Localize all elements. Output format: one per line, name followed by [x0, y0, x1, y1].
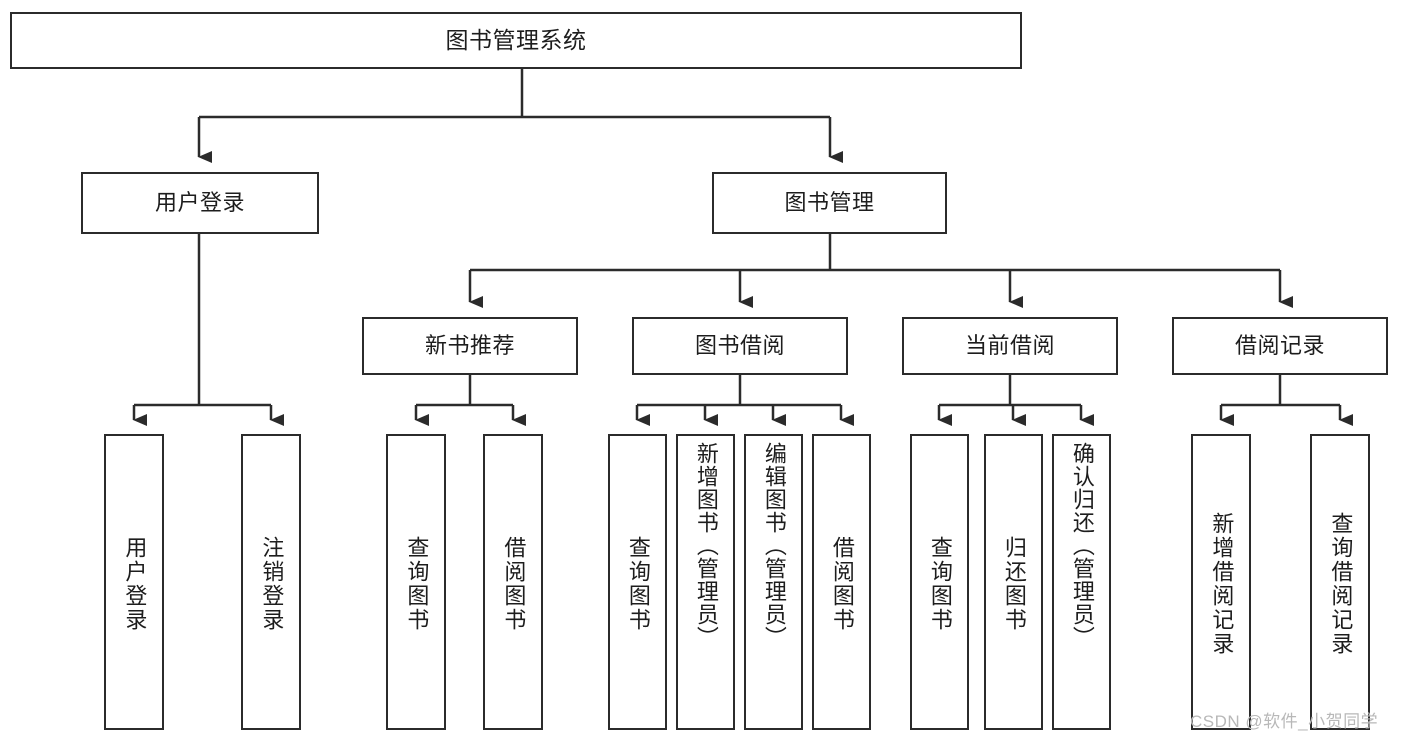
node-new-book-recommend[interactable]: 新书推荐 — [362, 317, 578, 375]
leaf-bb-edit-book-label: 编辑图书（管理员） — [761, 442, 787, 649]
node-user-login-label: 用户登录 — [154, 189, 245, 215]
leaf-br-query-record[interactable]: 查询借阅记录 — [1310, 434, 1370, 730]
leaf-br-add-record-label: 新增借阅记录 — [1209, 512, 1235, 656]
node-new-book-recommend-label: 新书推荐 — [424, 332, 515, 358]
node-root-label: 图书管理系统 — [445, 26, 587, 53]
node-book-management-label: 图书管理 — [784, 189, 875, 215]
node-book-borrow[interactable]: 图书借阅 — [632, 317, 848, 375]
leaf-bb-query-book[interactable]: 查询图书 — [608, 434, 667, 730]
leaf-bb-query-book-label: 查询图书 — [625, 536, 651, 632]
node-root[interactable]: 图书管理系统 — [10, 12, 1022, 69]
node-book-management[interactable]: 图书管理 — [712, 172, 947, 234]
leaf-cb-return-book-label: 归还图书 — [1001, 536, 1027, 632]
node-borrow-record-label: 借阅记录 — [1234, 332, 1325, 358]
leaf-br-add-record[interactable]: 新增借阅记录 — [1191, 434, 1251, 730]
node-user-login[interactable]: 用户登录 — [81, 172, 319, 234]
leaf-bb-edit-book[interactable]: 编辑图书（管理员） — [744, 434, 803, 730]
watermark-text: CSDN @软件_小贺同学 — [1190, 712, 1379, 731]
node-current-borrow[interactable]: 当前借阅 — [902, 317, 1118, 375]
leaf-nbr-query-book-label: 查询图书 — [404, 536, 430, 632]
leaf-user-login-label: 用户登录 — [122, 536, 148, 632]
node-current-borrow-label: 当前借阅 — [964, 332, 1055, 358]
node-borrow-record[interactable]: 借阅记录 — [1172, 317, 1388, 375]
leaf-nbr-borrow-book[interactable]: 借阅图书 — [483, 434, 543, 730]
leaf-logout-label: 注销登录 — [259, 536, 285, 632]
leaf-bb-add-book-label: 新增图书（管理员） — [693, 442, 719, 649]
leaf-cb-query-book[interactable]: 查询图书 — [910, 434, 969, 730]
leaf-cb-query-book-label: 查询图书 — [927, 536, 953, 632]
leaf-logout[interactable]: 注销登录 — [241, 434, 301, 730]
leaf-cb-confirm-return-label: 确认归还（管理员） — [1069, 442, 1095, 649]
node-book-borrow-label: 图书借阅 — [694, 332, 785, 358]
leaf-cb-confirm-return[interactable]: 确认归还（管理员） — [1052, 434, 1111, 730]
leaf-nbr-borrow-book-label: 借阅图书 — [501, 536, 527, 632]
leaf-br-query-record-label: 查询借阅记录 — [1328, 512, 1354, 656]
leaf-bb-add-book[interactable]: 新增图书（管理员） — [676, 434, 735, 730]
leaf-cb-return-book[interactable]: 归还图书 — [984, 434, 1043, 730]
leaf-bb-borrow-book[interactable]: 借阅图书 — [812, 434, 871, 730]
leaf-nbr-query-book[interactable]: 查询图书 — [386, 434, 446, 730]
leaf-user-login[interactable]: 用户登录 — [104, 434, 164, 730]
leaf-bb-borrow-book-label: 借阅图书 — [829, 536, 855, 632]
